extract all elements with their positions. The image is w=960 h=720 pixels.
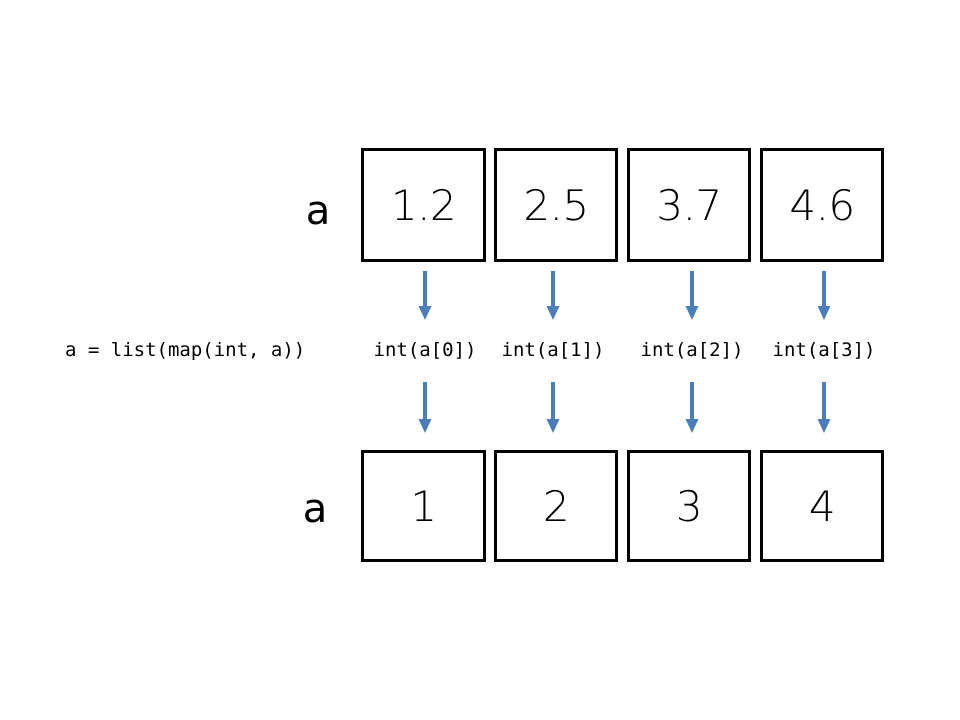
top-array-variable-label: a (305, 188, 331, 234)
operation-label-3: int(a[3]) (772, 339, 876, 361)
operation-label-1: int(a[1]) (501, 339, 605, 361)
arrow-down-bottom-1 (546, 382, 560, 433)
operation-label-0: int(a[0]) (373, 339, 477, 361)
bottom-array-cell-2: 3 (627, 450, 751, 562)
arrow-down-top-2 (685, 271, 699, 320)
top-array-cell-3: 4.6 (760, 148, 884, 262)
arrow-down-bottom-2 (685, 382, 699, 433)
code-statement-label: a = list(map(int, a)) (65, 339, 306, 361)
bottom-array-cell-0: 1 (361, 450, 486, 562)
operation-label-2: int(a[2]) (640, 339, 744, 361)
bottom-array-cell-3: 4 (760, 450, 884, 562)
top-array-cell-2: 3.7 (627, 148, 751, 262)
arrow-down-bottom-3 (817, 382, 831, 433)
top-array-cell-0: 1.2 (361, 148, 486, 262)
arrow-down-top-3 (817, 271, 831, 320)
top-array-cell-1: 2.5 (494, 148, 618, 262)
bottom-array-cell-1: 2 (494, 450, 618, 562)
arrow-down-top-1 (546, 271, 560, 320)
bottom-array-variable-label: a (302, 486, 328, 532)
arrow-down-top-0 (418, 271, 432, 320)
arrow-down-bottom-0 (418, 382, 432, 433)
